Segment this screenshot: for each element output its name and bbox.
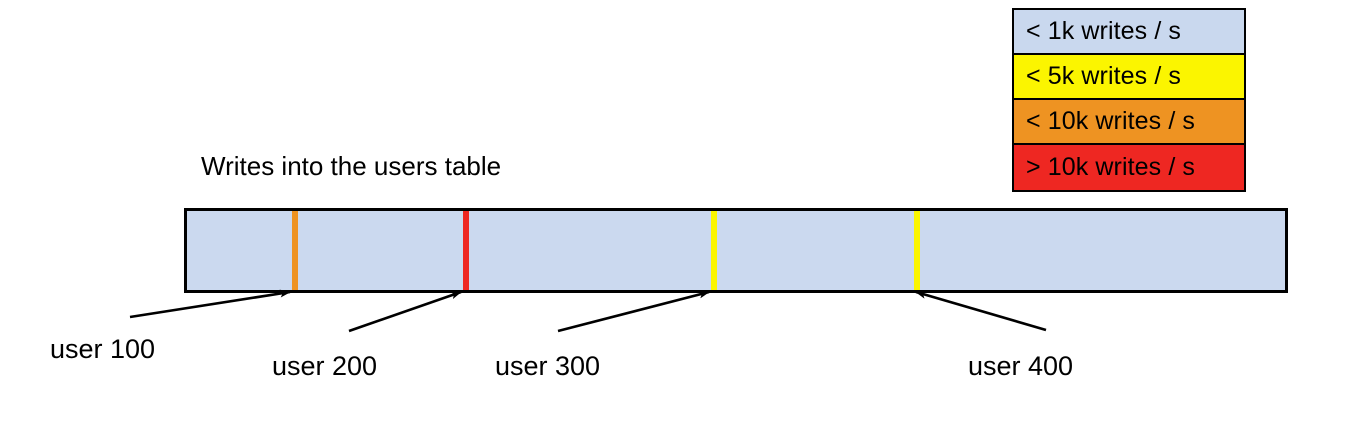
legend-entry-label: < 5k writes / s bbox=[1026, 62, 1182, 90]
hot-key-stripes bbox=[292, 211, 920, 290]
arrow-to-user-100 bbox=[129, 289, 291, 319]
legend-entry-over-10k: > 10k writes / s bbox=[1014, 145, 1244, 190]
legend-entry-under-5k: < 5k writes / s bbox=[1014, 55, 1244, 100]
arrow-to-user-200 bbox=[348, 290, 462, 333]
legend-entry-under-1k: < 1k writes / s bbox=[1014, 10, 1244, 55]
hot-key-stripe-user-300 bbox=[711, 211, 717, 290]
annotation-label-user-300: user 300 bbox=[495, 351, 601, 381]
annotation-arrows bbox=[129, 289, 1047, 333]
hot-key-stripe-user-400 bbox=[914, 211, 920, 290]
users-table-bar bbox=[184, 208, 1288, 293]
annotation-label-user-400: user 400 bbox=[968, 351, 1074, 381]
annotation-label-user-100: user 100 bbox=[50, 334, 156, 364]
annotation-label-user-200: user 200 bbox=[272, 351, 378, 381]
hot-key-stripe-user-100 bbox=[292, 211, 298, 290]
legend-entry-under-10k: < 10k writes / s bbox=[1014, 100, 1244, 145]
hot-key-stripe-user-200 bbox=[463, 211, 469, 290]
arrow-to-user-400 bbox=[915, 290, 1047, 332]
chart-title: Writes into the users table bbox=[201, 151, 502, 181]
arrow-to-user-300 bbox=[557, 290, 710, 333]
legend: < 1k writes / s < 5k writes / s < 10k wr… bbox=[1012, 8, 1246, 192]
legend-entry-label: < 10k writes / s bbox=[1026, 107, 1196, 135]
legend-entry-label: < 1k writes / s bbox=[1026, 17, 1182, 45]
legend-entry-label: > 10k writes / s bbox=[1026, 153, 1196, 181]
